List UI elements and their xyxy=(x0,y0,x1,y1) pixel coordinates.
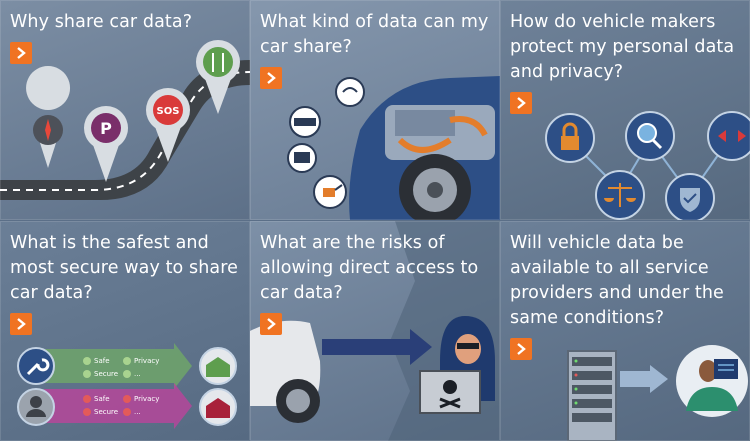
tile-title: How do vehicle makers protect my persona… xyxy=(510,12,735,82)
shield-check-icon xyxy=(665,173,715,220)
secure-label: Secure xyxy=(94,370,118,378)
more-label: ... xyxy=(134,408,141,416)
garage-green-icon xyxy=(199,347,237,385)
compass-pin-icon xyxy=(26,66,71,168)
tile-title: What are the risks of allowing direct ac… xyxy=(260,233,479,303)
odometer-icon xyxy=(289,106,321,138)
more-label: ... xyxy=(134,370,141,378)
transfer-arrows-icon xyxy=(707,111,750,161)
server-rack-icon xyxy=(567,350,617,441)
server-provider-illustration xyxy=(567,345,748,441)
lock-icon xyxy=(545,113,595,163)
user-avatar-icon xyxy=(17,388,55,426)
parking-pin-icon: P xyxy=(84,106,128,182)
secure-label: Secure xyxy=(94,408,118,416)
chevron-right-icon[interactable] xyxy=(510,92,532,114)
chevron-right-icon[interactable] xyxy=(10,313,32,335)
tile-safest-way[interactable]: Safe Privacy Secure ... Safe Privacy Sec… xyxy=(0,221,250,441)
chevron-right-icon[interactable] xyxy=(260,67,282,89)
garage-red-icon xyxy=(199,388,237,426)
tile-data-availability[interactable]: Will vehicle data be available to all se… xyxy=(500,221,750,441)
chevron-right-icon[interactable] xyxy=(510,338,532,360)
fuel-pump-icon xyxy=(313,175,347,209)
car-engine-illustration xyxy=(287,76,500,220)
hacker-illustration xyxy=(250,221,500,441)
check-green-icon xyxy=(83,357,131,378)
service-provider-icon xyxy=(676,345,748,417)
tile-title: Why share car data? xyxy=(10,12,193,32)
safe-label: Safe xyxy=(94,357,110,365)
tile-protect-privacy[interactable]: How do vehicle makers protect my persona… xyxy=(500,0,750,220)
tile-title: What kind of data can my car share? xyxy=(260,12,489,57)
tire-pressure-icon xyxy=(335,77,365,107)
chevron-right-icon[interactable] xyxy=(260,313,282,335)
road-map-illustration: P SOS xyxy=(0,40,250,200)
restaurant-pin-icon xyxy=(196,40,240,114)
safe-label: Safe xyxy=(94,395,110,403)
scales-icon xyxy=(595,170,645,220)
parking-label: P xyxy=(100,119,112,138)
privacy-label: Privacy xyxy=(134,395,159,403)
tile-what-kind-of-data[interactable]: What kind of data can my car share? xyxy=(250,0,500,220)
privacy-network-illustration xyxy=(545,111,750,220)
privacy-label: Privacy xyxy=(134,357,159,365)
tile-title: What is the safest and most secure way t… xyxy=(10,233,239,303)
battery-icon xyxy=(287,143,317,173)
tile-why-share-car-data[interactable]: P SOS Why share car data? xyxy=(0,0,250,220)
cross-red-icon xyxy=(83,395,131,416)
access-comparison-illustration: Safe Privacy Secure ... Safe Privacy Sec… xyxy=(17,343,237,429)
tile-risks-direct-access[interactable]: What are the risks of allowing direct ac… xyxy=(250,221,500,441)
sos-pin-icon: SOS xyxy=(146,88,190,162)
laptop-skull-icon xyxy=(419,370,481,414)
wrench-icon xyxy=(17,347,55,385)
chevron-right-icon[interactable] xyxy=(10,42,32,64)
magnifier-icon xyxy=(625,111,675,161)
sos-label: SOS xyxy=(157,106,180,117)
tile-title: Will vehicle data be available to all se… xyxy=(510,233,724,328)
